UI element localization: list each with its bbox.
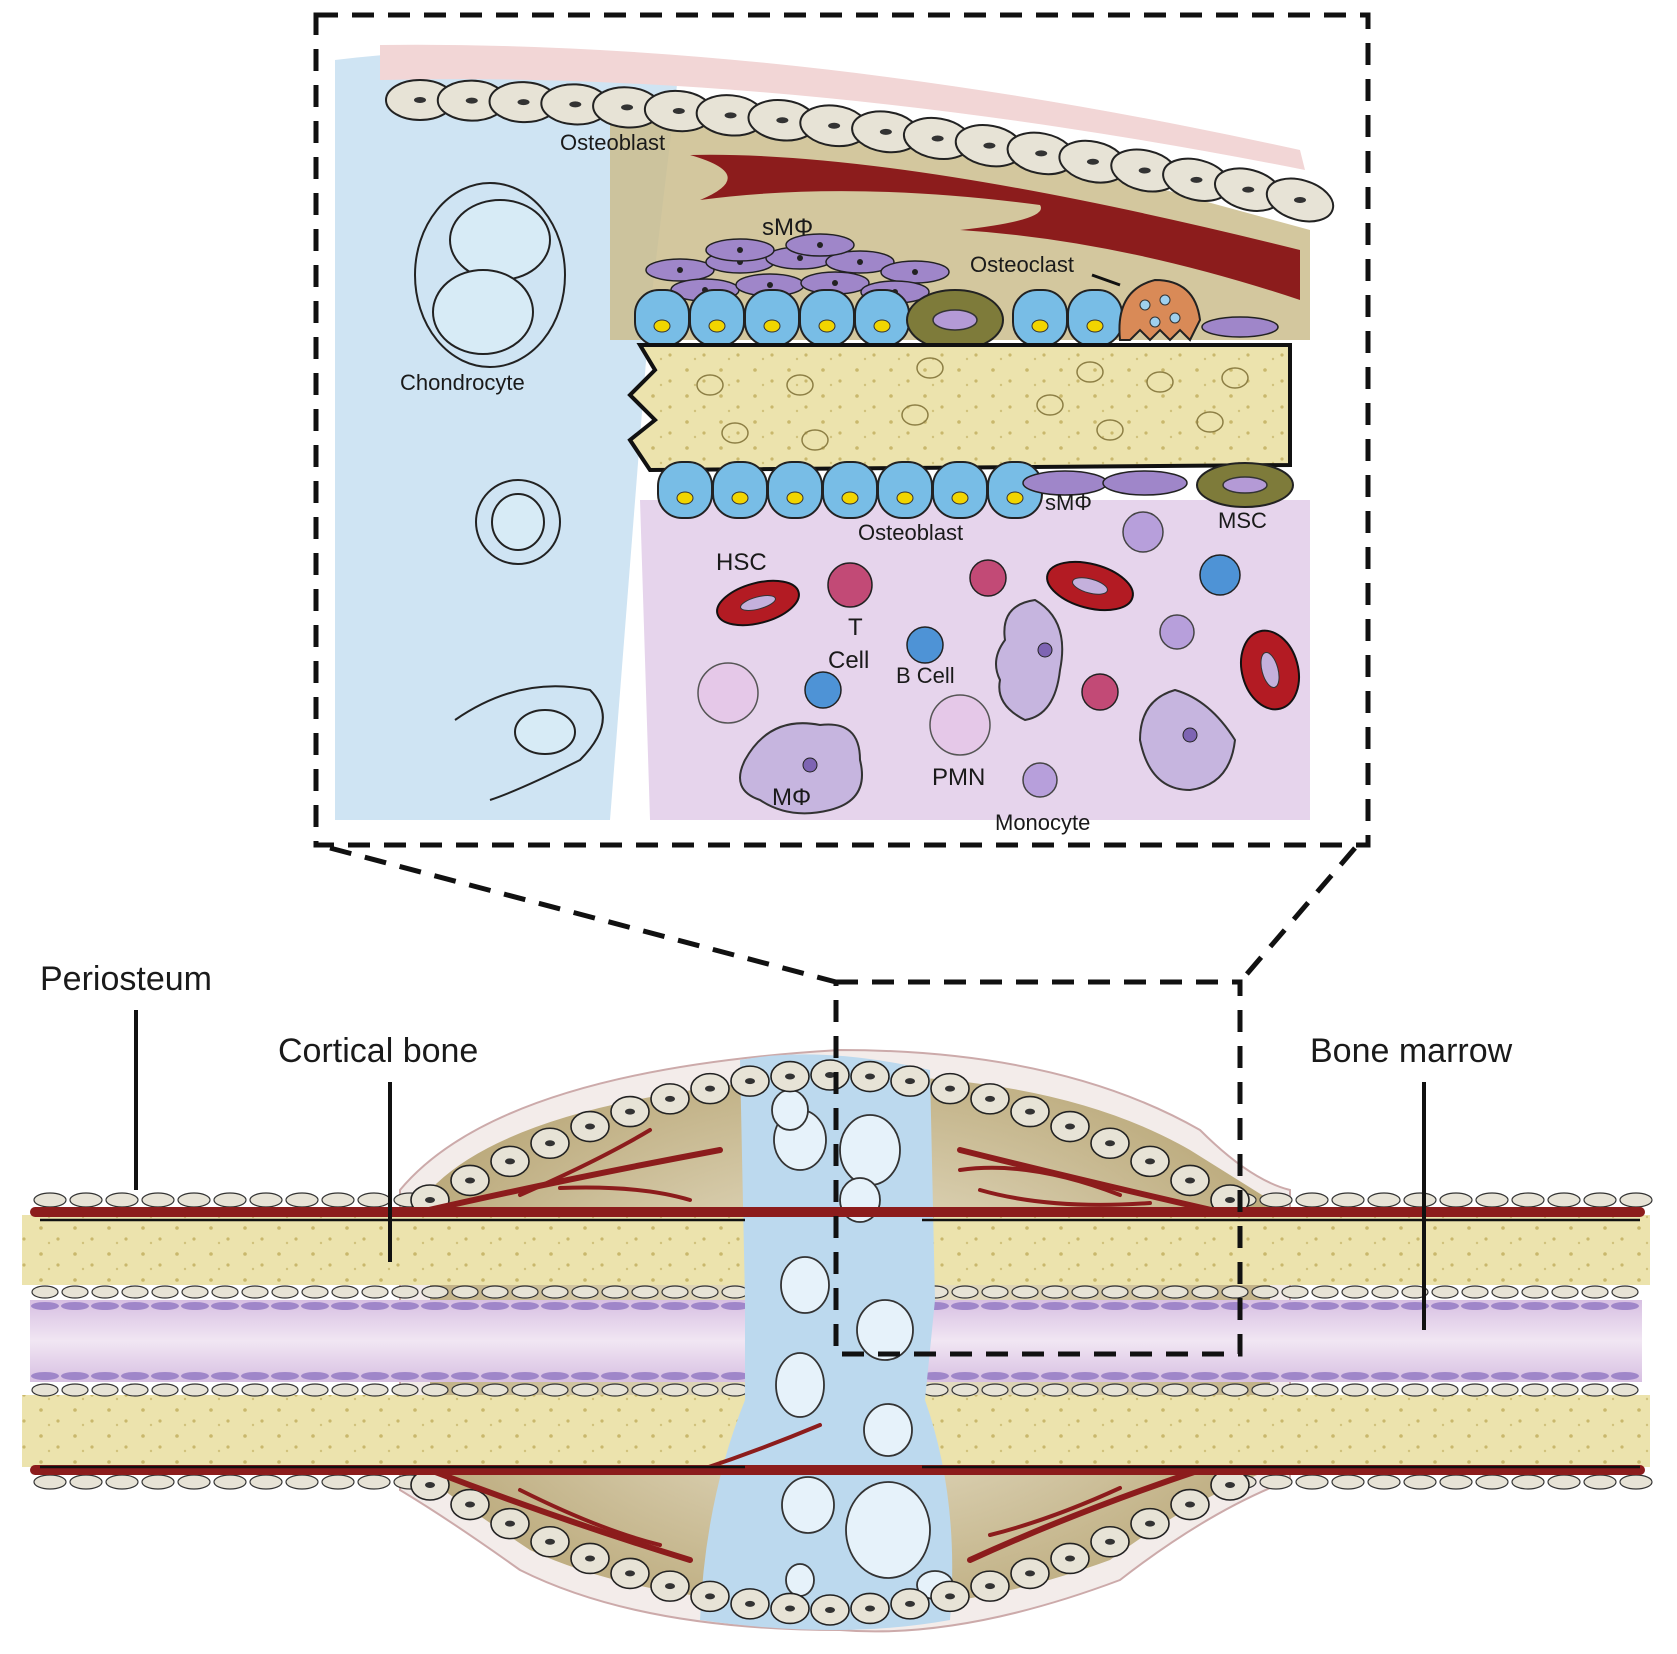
zoom-region-box	[833, 979, 1243, 1357]
label-bone-marrow: Bone marrow	[1310, 1032, 1513, 1070]
label-b-cell: B Cell	[896, 663, 955, 688]
chondrocyte-cell	[839, 1114, 901, 1186]
label-hsc: HSC	[716, 549, 767, 576]
osteoblast-cell	[712, 461, 768, 519]
chondrocyte-cell	[863, 1403, 913, 1457]
cortex-edge-lines	[40, 1218, 1640, 1469]
inset-frame	[313, 12, 1371, 848]
label-pmn: PMN	[932, 764, 985, 791]
inset-chondrocytes	[414, 182, 604, 801]
osteoblast-cell	[634, 289, 690, 347]
label-t-cell-line1: T	[848, 614, 863, 641]
cortex-top-left	[22, 1215, 745, 1285]
osteoblast-cell	[822, 461, 878, 519]
label-smphi-bottom: sMΦ	[1045, 490, 1092, 515]
osteoclast-pointer	[1091, 273, 1121, 287]
inset-osteoblast-row-bottom	[657, 461, 1043, 519]
chondrocyte-cell	[785, 1563, 815, 1597]
osteoblast-cell	[932, 461, 988, 519]
macrophage-cells	[739, 598, 1237, 815]
zoom-connector	[329, 845, 1357, 985]
chondrocyte-cell	[775, 1352, 825, 1418]
osteoblast-cell	[854, 289, 910, 347]
inset-periosteum-cells	[385, 79, 1335, 223]
monocytes	[1022, 511, 1195, 798]
blood-vessels	[30, 1128, 1645, 1563]
marrow-band-left	[30, 1300, 745, 1382]
cortex-top-right	[922, 1215, 1650, 1285]
label-monocyte: Monocyte	[995, 810, 1090, 835]
inset-blood-vessel	[690, 154, 1300, 300]
osteoblast-cell	[799, 289, 855, 347]
chondrocyte-cell	[781, 1476, 835, 1534]
marrow-band-right	[922, 1300, 1642, 1382]
msc-cell-top	[906, 289, 1004, 351]
label-chondrocyte: Chondrocyte	[400, 370, 525, 395]
osteoblast-cell	[1012, 289, 1068, 347]
inset-marrow-cells	[697, 511, 1300, 815]
osteoblast-cell	[744, 289, 800, 347]
label-t-cell-line2: Cell	[828, 647, 869, 674]
endosteal-cell-rows	[31, 1285, 1639, 1397]
chondrocyte-cell	[780, 1256, 830, 1314]
inset-periosteum-strip	[380, 44, 1305, 170]
periosteum-cell-rows	[33, 1059, 1653, 1626]
smphi-cells-bottom	[1022, 470, 1188, 496]
label-osteoblast-top: Osteoblast	[560, 130, 665, 155]
osteoblast-cell	[1067, 289, 1123, 347]
label-periosteum: Periosteum	[40, 960, 212, 998]
osteoblast-cell	[689, 289, 745, 347]
label-smphi-top: sMΦ	[762, 214, 813, 241]
cortex-bottom-left	[22, 1395, 745, 1467]
osteoblast-cell	[877, 461, 933, 519]
main-labels: Periosteum Cortical bone Bone marrow	[40, 960, 1513, 1330]
b-cells	[804, 554, 1241, 709]
inset-osteocytes	[696, 357, 1249, 451]
inset-osteoblast-row-top	[634, 289, 1123, 347]
inset-smphi-cluster	[645, 233, 950, 304]
inset-cartilage-region	[335, 50, 680, 820]
osteoclast-cell	[1118, 278, 1202, 342]
gap-chondrocytes	[771, 1089, 954, 1600]
label-osteoclast: Osteoclast	[970, 252, 1074, 277]
pmn-cells	[697, 662, 991, 756]
chondrocyte-cell	[856, 1299, 914, 1361]
inset-bone-slab	[627, 343, 1292, 473]
label-mphi: MΦ	[772, 784, 811, 811]
label-cortical-bone: Cortical bone	[278, 1032, 478, 1070]
osteoblast-cell	[767, 461, 823, 519]
label-msc: MSC	[1218, 508, 1267, 533]
cortex-bottom-right	[922, 1395, 1650, 1467]
t-cells	[827, 559, 1119, 711]
bone-cross-section	[22, 1048, 1653, 1633]
label-osteoblast-bottom: Osteoblast	[858, 520, 963, 545]
chondrocyte-cell	[845, 1481, 931, 1579]
chondrocyte-cell	[771, 1089, 809, 1131]
osteoblast-cell	[657, 461, 713, 519]
inset-panel: Osteoblast sMΦ Osteoclast Chondrocyte sM…	[313, 12, 1371, 848]
msc-cell-bottom	[1196, 462, 1294, 508]
smphi-cell-right	[1201, 316, 1279, 338]
